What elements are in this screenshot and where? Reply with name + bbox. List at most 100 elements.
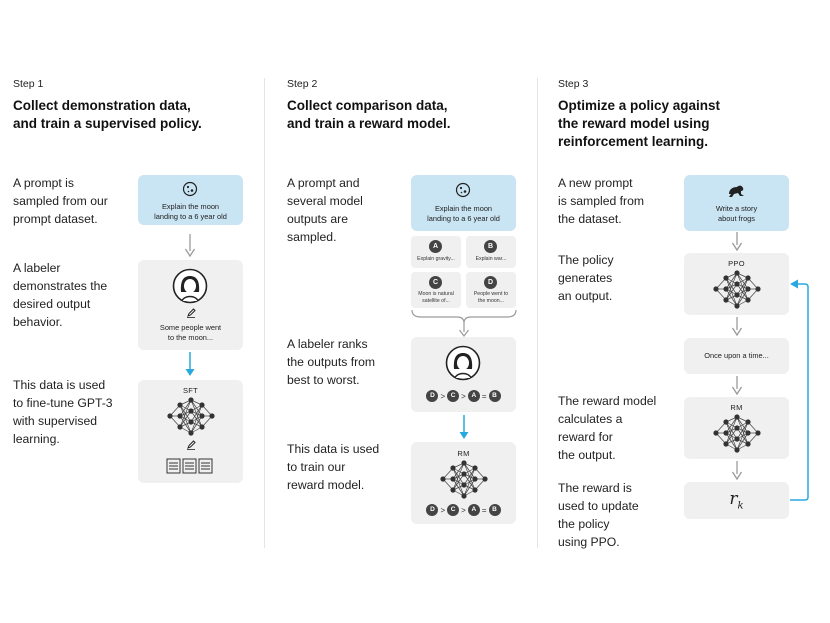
ranking-badge: D: [426, 390, 439, 402]
step1-demo-text: Some people went to the moon...: [138, 323, 243, 343]
ranking-badge: A: [467, 390, 480, 402]
step3-output-box: Once upon a time...: [684, 338, 789, 374]
desc-line: sampled from our: [13, 194, 108, 208]
network-node: [755, 430, 761, 436]
step2-title-line2: and train a reward model.: [287, 116, 451, 131]
step3-title-line2: the reward model using: [558, 116, 710, 131]
network-node: [177, 424, 183, 430]
network-node: [450, 465, 456, 471]
desc-line: The reward model: [558, 394, 657, 408]
reward-symbol: rk: [684, 489, 789, 511]
ranking-badge: B: [488, 390, 501, 402]
step3-desc-prompt: A new prompt is sampled from the dataset…: [558, 174, 644, 228]
step1-sft-box: SFT: [138, 380, 243, 483]
network-node: [472, 465, 478, 471]
documents-icon: [166, 458, 213, 474]
desc-line: several model: [287, 194, 363, 208]
step3-arrow-2: [731, 317, 743, 337]
ranking-operator: >: [461, 391, 466, 401]
network-node: [723, 286, 729, 292]
desc-line: used to update: [558, 499, 639, 513]
neural-network-icon: [167, 397, 215, 436]
prompt-line: Write a story: [715, 204, 758, 213]
desc-line: the outputs from: [287, 355, 376, 369]
network-node: [745, 441, 751, 447]
network-node: [723, 430, 729, 436]
step3-desc-reward-model: The reward model calculates a reward for…: [558, 392, 656, 464]
step3-output-text: Once upon a time...: [704, 351, 769, 360]
ranking-badge: B: [488, 504, 501, 516]
step3-title-line1: Optimize a policy against: [558, 98, 721, 113]
desc-line: reward model.: [287, 478, 365, 492]
ranking-operator: >: [440, 505, 446, 515]
pencil-icon: [187, 308, 196, 318]
step3-title-line3: reinforcement learning.: [558, 134, 709, 149]
desc-line: using PPO.: [558, 535, 620, 549]
neural-network-icon: [440, 460, 488, 499]
prompt-line: landing to a 6 year old: [154, 212, 227, 221]
desc-line: best to worst.: [287, 373, 360, 387]
network-node: [723, 419, 729, 425]
step3-reward-box: rk: [684, 482, 789, 519]
network-node: [461, 460, 467, 466]
output-text: Moon is natural satellite of...: [411, 291, 461, 305]
ranking-badge: C: [447, 390, 460, 402]
output-letter-badge: C: [429, 276, 442, 289]
step3-desc-update: The reward is used to update the policy …: [558, 479, 639, 551]
output-line: satellite of...: [422, 298, 450, 304]
desc-line: demonstrates the: [13, 279, 108, 293]
pencil-icon: [187, 440, 196, 450]
network-node: [745, 286, 751, 292]
network-node: [188, 430, 194, 436]
output-line: People went to: [473, 291, 509, 297]
neural-network-icon: [713, 270, 761, 309]
desc-line: The reward is: [558, 481, 632, 495]
desc-line: the policy: [558, 517, 610, 531]
step3-desc-policy: The policy generates an output.: [558, 251, 614, 305]
step2-desc-prompt: A prompt and several model outputs are s…: [287, 174, 363, 246]
step3-prompt-text: Write a story about frogs: [684, 204, 789, 224]
network-node: [734, 414, 740, 420]
desc-line: A labeler: [13, 261, 61, 275]
network-node: [461, 482, 467, 488]
network-node: [723, 275, 729, 281]
desc-line: reward for: [558, 430, 613, 444]
step3-label: Step 3: [558, 78, 589, 90]
network-node: [713, 286, 719, 292]
network-node: [745, 297, 751, 303]
step3-arrow-1: [731, 232, 743, 252]
network-node: [177, 402, 183, 408]
output-card-b: B Explain war...: [466, 236, 516, 268]
neural-network-icon: [713, 414, 761, 453]
output-text: Explain gravity...: [417, 256, 455, 262]
ranking-operator: =: [481, 505, 487, 515]
network-node: [177, 413, 183, 419]
step1-title: Collect demonstration data, and train a …: [13, 97, 258, 133]
desc-line: This data is used: [13, 378, 106, 392]
moon-icon: [182, 181, 198, 197]
step1-desc-prompt: A prompt is sampled from our prompt data…: [13, 174, 108, 228]
desc-line: to fine-tune GPT-3: [13, 396, 113, 410]
labeler-avatar-icon: [445, 345, 481, 381]
desc-line: behavior.: [13, 315, 63, 329]
network-node: [461, 471, 467, 477]
network-node: [450, 487, 456, 493]
network-node: [188, 397, 194, 403]
step1-label: Step 1: [13, 78, 44, 90]
network-node: [734, 447, 740, 453]
step1-labeler-box: Some people went to the moon...: [138, 260, 243, 350]
step1-arrow-1: [184, 234, 196, 258]
prompt-line: Explain the moon: [161, 202, 220, 211]
step2-label: Step 2: [287, 78, 318, 90]
network-node: [209, 413, 215, 419]
output-letter-badge: B: [484, 240, 497, 253]
step3-arrow-4: [731, 461, 743, 481]
step2-desc-train: This data is used to train our reward mo…: [287, 440, 379, 494]
network-node: [188, 408, 194, 414]
output-line: Moon is natural: [418, 291, 454, 297]
prompt-line: landing to a 6 year old: [427, 214, 500, 223]
step2-desc-rank: A labeler ranks the outputs from best to…: [287, 335, 375, 389]
network-node: [199, 402, 205, 408]
step1-desc-finetune: This data is used to fine-tune GPT-3 wit…: [13, 376, 113, 448]
desc-line: generates: [558, 271, 613, 285]
